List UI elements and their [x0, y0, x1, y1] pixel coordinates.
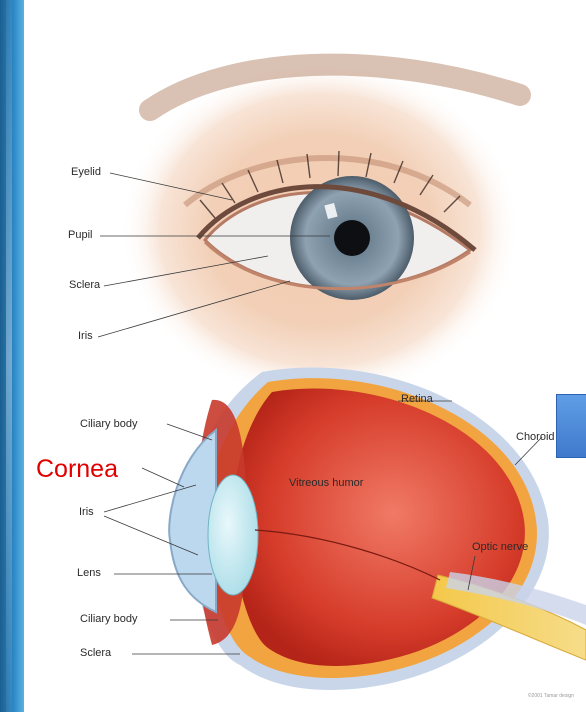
- label-ciliary-body-top: Ciliary body: [80, 418, 137, 430]
- label-iris-external: Iris: [78, 330, 93, 342]
- label-pupil: Pupil: [68, 229, 92, 241]
- label-lens: Lens: [77, 567, 101, 579]
- label-sclera-cross-section: Sclera: [80, 647, 111, 659]
- label-eyelid: Eyelid: [71, 166, 101, 178]
- label-cornea: Cornea: [36, 455, 118, 484]
- lens-body: [208, 475, 258, 595]
- label-choroid: Choroid: [516, 431, 555, 443]
- label-vitreous-humor: Vitreous humor: [289, 477, 363, 489]
- label-ciliary-body-bottom: Ciliary body: [80, 613, 137, 625]
- pupil-disc: [334, 220, 370, 256]
- image-credit: ©2001 Tamar design: [484, 693, 574, 699]
- label-sclera-external: Sclera: [69, 279, 100, 291]
- label-optic-nerve: Optic nerve: [472, 541, 528, 553]
- label-iris-cross-section: Iris: [79, 506, 94, 518]
- label-retina: Retina: [401, 393, 433, 405]
